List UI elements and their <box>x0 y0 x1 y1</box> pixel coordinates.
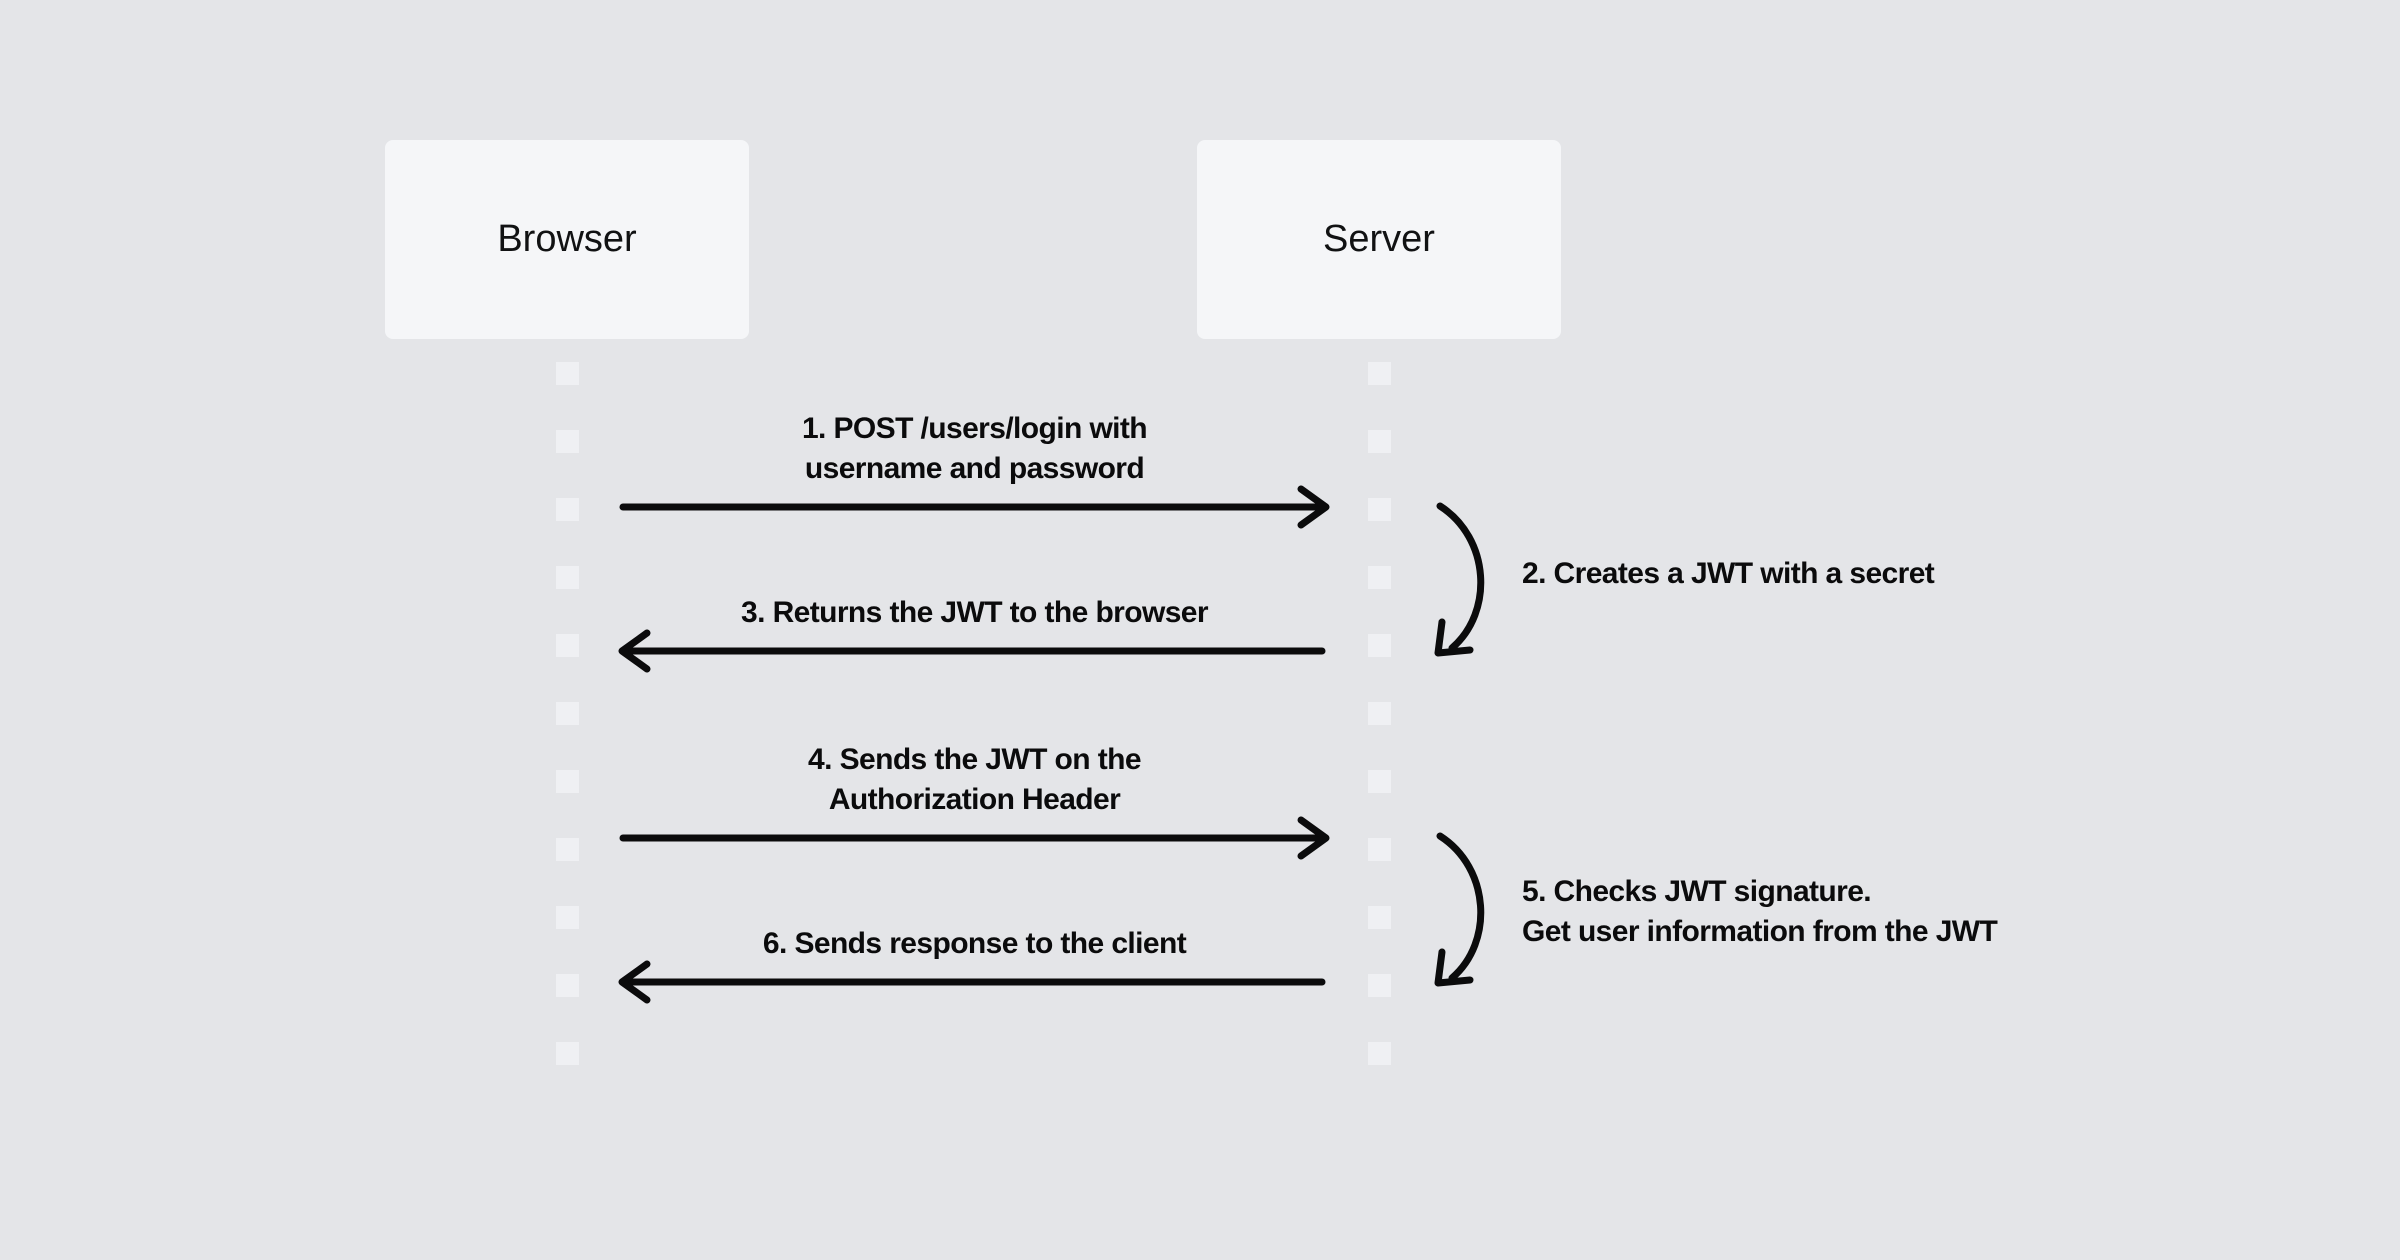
lifeline-browser <box>556 362 579 1066</box>
self-call-5-label-line-2: Get user information from the JWT <box>1522 915 1998 948</box>
message-1-label-line-2: username and password <box>804 452 1145 485</box>
self-call-2-label-line-1: 2. Creates a JWT with a secret <box>1522 557 1935 590</box>
message-6-label: 6. Sends response to the client <box>623 924 1326 964</box>
message-4-label-line-1: 4. Sends the JWT on the <box>808 743 1142 776</box>
actor-label-browser: Browser <box>497 218 637 260</box>
self-call-5-curve <box>1436 832 1485 982</box>
self-call-2-arrow <box>1434 502 1485 657</box>
message-3-arrow <box>618 629 1326 673</box>
actor-box-server: Server <box>1197 140 1561 339</box>
message-4-arrow <box>619 816 1330 860</box>
message-4-label: 4. Sends the JWT on the Authorization He… <box>623 740 1326 820</box>
self-call-2-curve <box>1436 502 1485 652</box>
self-call-2-label: 2. Creates a JWT with a secret <box>1522 554 2162 594</box>
message-1-label: 1. POST /users/login with username and p… <box>623 409 1326 489</box>
message-1-label-line-1: 1. POST /users/login with <box>801 412 1148 445</box>
self-call-2-arrowhead <box>1434 618 1474 657</box>
actor-box-browser: Browser <box>385 140 749 339</box>
self-call-5-arrowhead <box>1434 948 1474 987</box>
message-6-arrowhead <box>618 960 651 1004</box>
message-3-label-line-1: 3. Returns the JWT to the browser <box>741 596 1209 629</box>
message-6-arrow <box>618 960 1326 1004</box>
message-1-arrowhead <box>1297 485 1330 529</box>
self-call-5-label-line-1: 5. Checks JWT signature. <box>1522 875 1872 908</box>
message-3-label: 3. Returns the JWT to the browser <box>623 593 1326 633</box>
message-4-arrowhead <box>1297 816 1330 860</box>
message-3-arrowhead <box>618 629 651 673</box>
message-6-label-line-1: 6. Sends response to the client <box>762 927 1187 960</box>
self-call-5-label: 5. Checks JWT signature. Get user inform… <box>1522 872 2162 952</box>
lifeline-server <box>1368 362 1391 1066</box>
message-1-arrow <box>619 485 1330 529</box>
message-4-label-line-2: Authorization Header <box>828 783 1121 816</box>
self-call-5-arrow <box>1434 832 1485 987</box>
actor-label-server: Server <box>1323 218 1435 260</box>
